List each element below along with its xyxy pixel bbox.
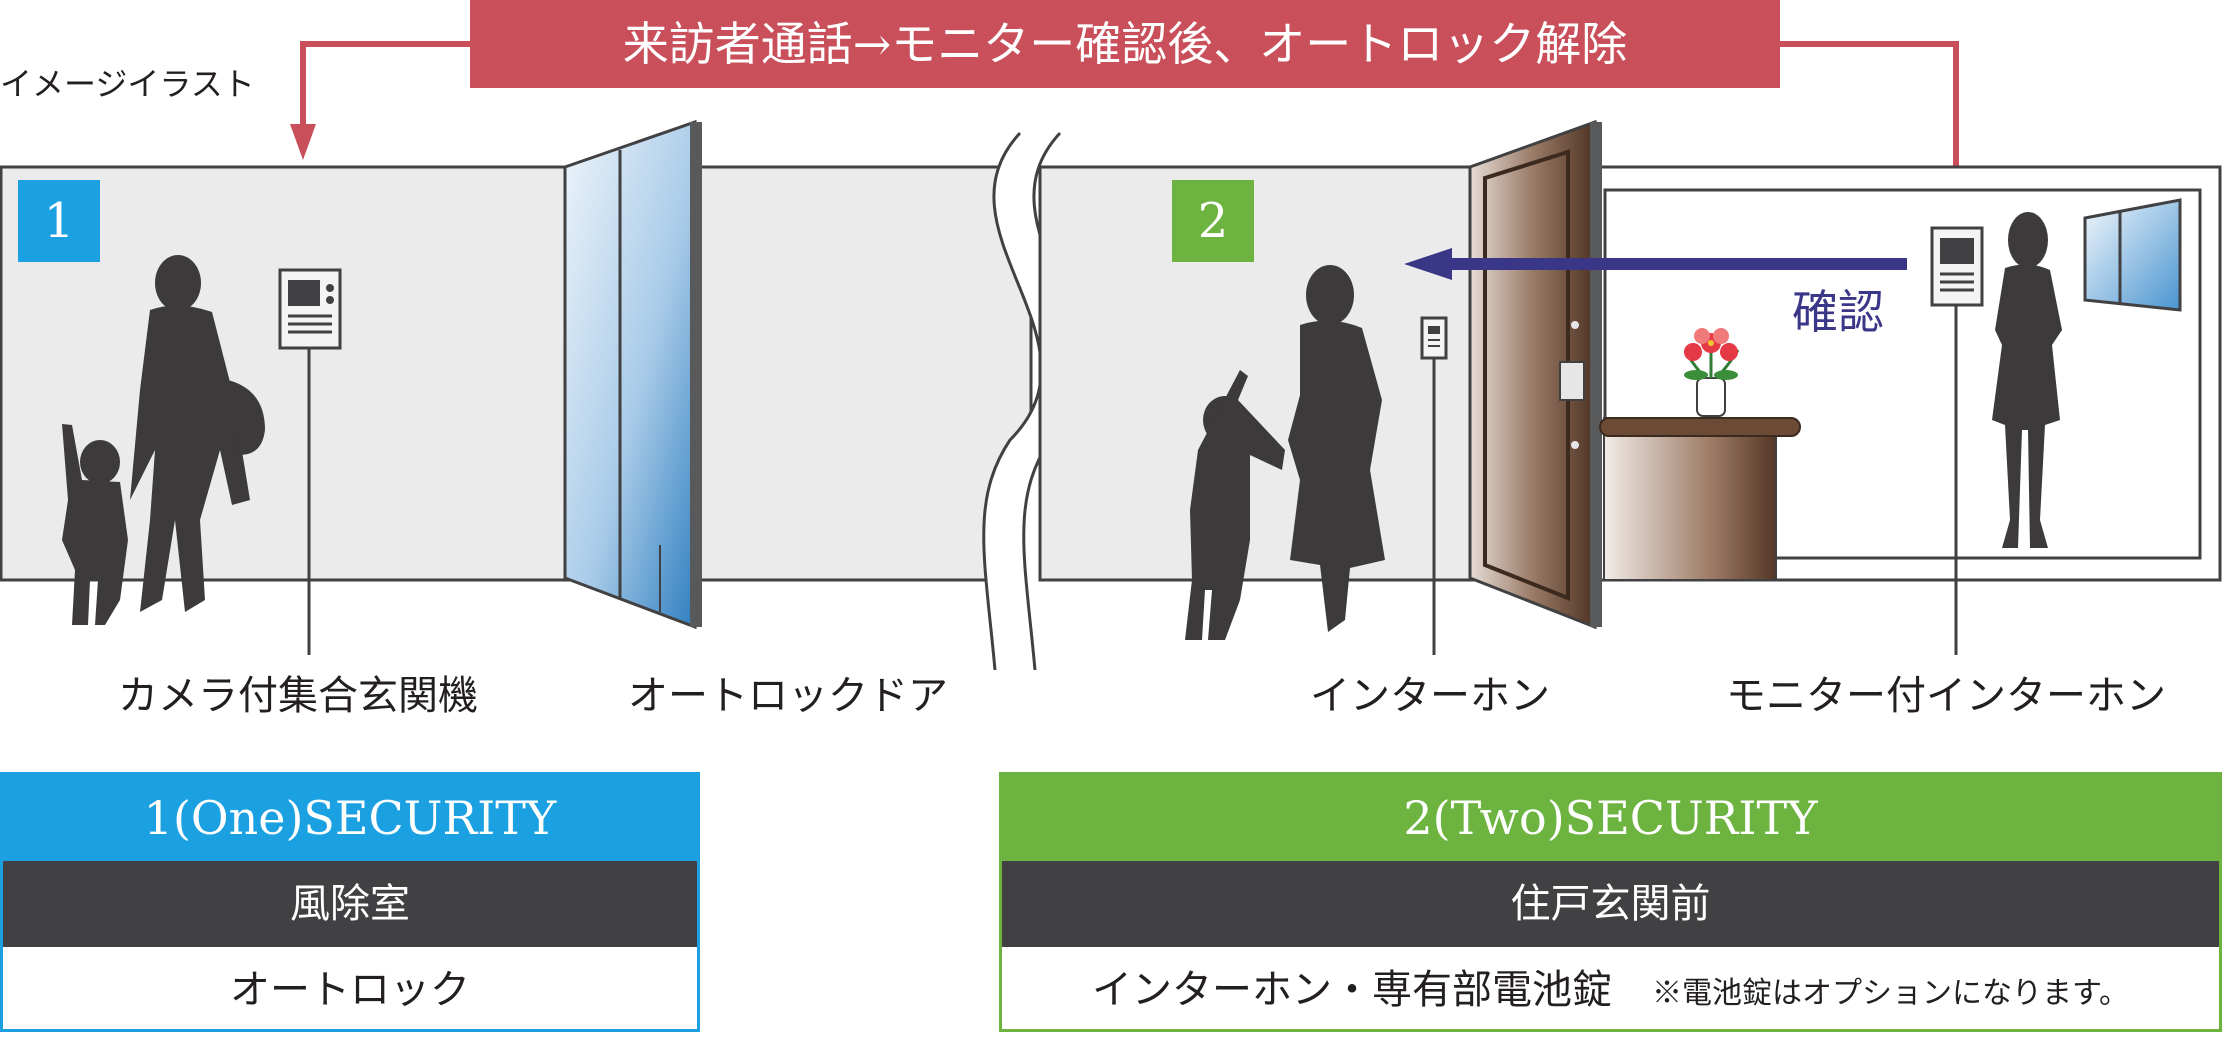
caption-entrance-panel: カメラ付集合玄関機 <box>118 673 478 719</box>
card-2-location: 住戸玄関前 <box>1002 861 2219 947</box>
visitor-child-silhouette <box>62 424 128 625</box>
card-1-title: 1(One)SECURITY <box>3 775 697 861</box>
image-note: イメージイラスト <box>0 65 255 103</box>
caption-intercom: インターホン <box>1310 673 1550 719</box>
security-card-1: 1(One)SECURITY 風除室 オートロック <box>3 775 697 1029</box>
badge-2-bg <box>1172 180 1254 262</box>
caption-monitor-intercom: モニター付インターホン <box>1726 673 2166 719</box>
badge-1-bg <box>18 180 100 262</box>
resident-silhouette <box>1992 212 2062 548</box>
card-2-feature: インターホン・専有部電池錠 <box>1092 967 1612 1013</box>
door-intercom-icon <box>1420 316 1448 655</box>
autolock-glass-door <box>563 119 702 630</box>
card-1-feature: オートロック <box>230 967 470 1013</box>
visitor-child-door-silhouette <box>1185 370 1285 640</box>
monitor-intercom-icon <box>1930 226 1984 655</box>
confirm-arrow <box>1404 248 1907 280</box>
badge-1-number: 1 <box>43 193 75 249</box>
window <box>2083 198 2182 312</box>
security-card-2: 2(Two)SECURITY 住戸玄関前 インターホン・専有部電池錠 ※電池錠はオ… <box>1002 775 2219 1029</box>
visitor-mother-silhouette <box>130 255 265 612</box>
banner-title: 来訪者通話→モニター確認後、オートロック解除 <box>622 17 1628 71</box>
residence-front-door <box>1468 119 1602 630</box>
camera-entrance-panel-icon <box>278 268 342 655</box>
wall-break-line-left <box>982 131 1043 671</box>
card-2-bottom: インターホン・専有部電池錠 ※電池錠はオプションになります。 <box>1002 947 2219 1033</box>
card-1-location: 風除室 <box>3 861 697 947</box>
banner-background <box>470 0 1780 88</box>
badge-2-number: 2 <box>1197 193 1229 249</box>
flower-vase-icon <box>1683 328 1740 417</box>
card-2-note: ※電池錠はオプションになります。 <box>1652 976 2129 1011</box>
card-2-title: 2(Two)SECURITY <box>1002 775 2219 861</box>
visitor-mother-door-silhouette <box>1288 265 1385 632</box>
caption-autolock-door: オートロックドア <box>628 673 948 719</box>
shoe-cabinet <box>1599 417 1801 581</box>
confirm-label: 確認 <box>1792 285 1884 339</box>
